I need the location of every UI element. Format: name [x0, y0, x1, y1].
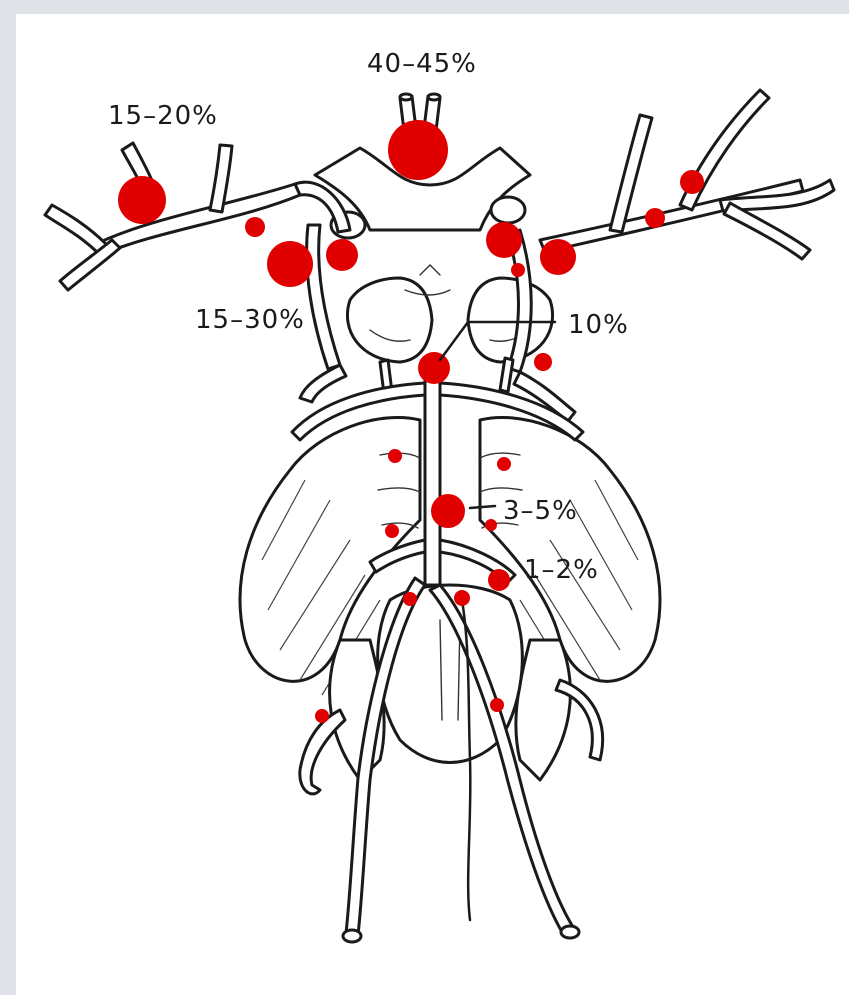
aneurysm-left-pica-loop: [315, 709, 329, 723]
aneurysm-vb-junction: [454, 590, 470, 606]
label-mca: 15–20%: [108, 101, 218, 131]
aneurysm-right-pca: [534, 353, 552, 371]
aneurysm-right-mca-2: [645, 208, 665, 228]
aneurysm-medulla: [490, 698, 504, 712]
aneurysm-aica-right: [485, 519, 497, 531]
aneurysm-left-mca: [118, 176, 166, 224]
label-basilar-tip: 40–45%: [367, 49, 477, 79]
aneurysm-basilar-trunk: [431, 494, 465, 528]
aneurysm-basilar-tip: [388, 120, 448, 180]
aneurysm-right-ica-small: [511, 263, 525, 277]
aneurysm-sca-right: [497, 457, 511, 471]
aneurysm-left-mca-small: [245, 217, 265, 237]
aneurysm-vertebral: [488, 569, 510, 591]
label-basilar-trunk: 3–5%: [503, 496, 578, 526]
label-top-basilar: 10%: [568, 310, 629, 340]
label-pcom: 15–30%: [195, 305, 305, 335]
aneurysm-right-mca: [540, 239, 576, 275]
aneurysm-pcom-left: [267, 241, 313, 287]
aneurysm-pcom-left-2: [326, 239, 358, 271]
aneurysm-right-mca-3: [680, 170, 704, 194]
aneurysm-aica-left: [385, 524, 399, 538]
aneurysm-sca-left: [388, 449, 402, 463]
aneurysm-top-basilar: [418, 352, 450, 384]
aneurysm-pica-left: [403, 592, 417, 606]
aneurysm-right-ica: [486, 222, 522, 258]
label-vertebral: 1–2%: [524, 555, 599, 585]
